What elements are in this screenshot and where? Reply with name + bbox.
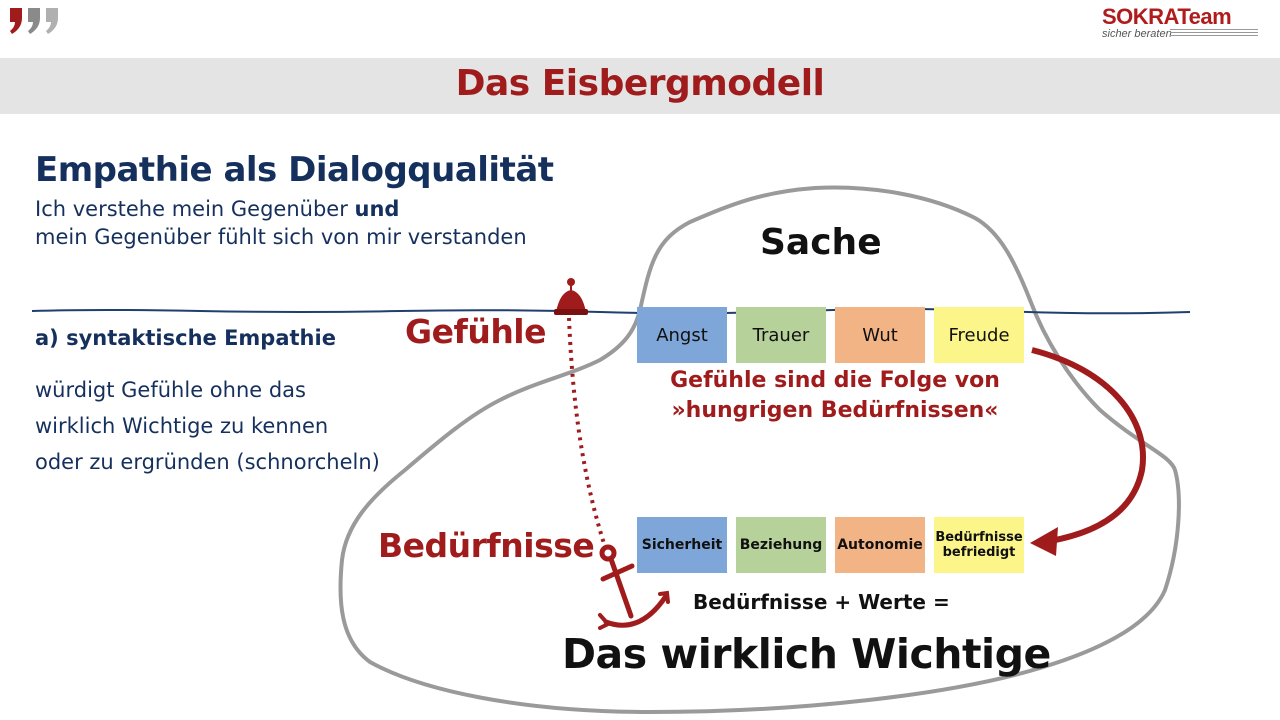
need-label: Autonomie [837, 536, 923, 553]
subtitle-line-1-text: Ich verstehe mein Gegenüber [35, 197, 355, 221]
feeling-label: Wut [862, 324, 898, 346]
feeling-box-wut: Wut [835, 307, 925, 363]
brand-tagline: sicher beraten [1102, 28, 1172, 40]
conclusion-text: Das wirklich Wichtige [562, 630, 1051, 678]
description: würdigt Gefühle ohne das wirklich Wichti… [35, 372, 380, 480]
page-title: Das Eisbergmodell [455, 63, 825, 104]
feeling-label: Angst [656, 324, 708, 346]
label-beduerfnisse: Bedürfnisse [378, 526, 595, 565]
need-box-befriedigt: Bedürfnisse befriedigt [934, 517, 1024, 573]
feeling-note: Gefühle sind die Folge von »hungrigen Be… [640, 366, 1030, 426]
feeling-note-line-1: Gefühle sind die Folge von [670, 368, 1000, 393]
description-line: oder zu ergründen (schnorcheln) [35, 450, 380, 474]
need-box-sicherheit: Sicherheit [637, 517, 727, 573]
title-bar: Das Eisbergmodell [0, 58, 1280, 114]
formula-text: Bedürfnisse + Werte = [693, 590, 950, 614]
feeling-box-freude: Freude [934, 307, 1024, 363]
description-line: würdigt Gefühle ohne das [35, 378, 306, 402]
brand-logo: SOKRATeam sicher beraten [1102, 4, 1262, 49]
feeling-note-line-2: »hungrigen Bedürfnissen« [671, 398, 999, 423]
feeling-box-angst: Angst [637, 307, 727, 363]
need-box-autonomie: Autonomie [835, 517, 925, 573]
feeling-label: Trauer [752, 324, 810, 346]
brand-lines-decoration [1170, 29, 1258, 37]
iceberg-outline [338, 185, 1181, 715]
brand-name: SOKRATeam [1102, 4, 1232, 29]
feeling-box-trauer: Trauer [736, 307, 826, 363]
section-label: a) syntaktische Empathie [35, 326, 336, 350]
curved-arrow-icon [1030, 347, 1146, 556]
need-box-beziehung: Beziehung [736, 517, 826, 573]
anchor-icon [598, 544, 670, 630]
quote-marks-icon [10, 8, 58, 34]
description-line: wirklich Wichtige zu kennen [35, 414, 329, 438]
buoy-icon [554, 278, 588, 315]
subtitle-line-2: mein Gegenüber fühlt sich von mir versta… [35, 225, 527, 249]
need-label: Bedürfnisse befriedigt [935, 530, 1023, 560]
need-label: Beziehung [739, 536, 823, 553]
label-gefuehle: Gefühle [405, 312, 547, 351]
feeling-label: Freude [948, 324, 1010, 346]
anchor-rope [567, 317, 608, 551]
label-sache: Sache [760, 222, 882, 263]
subtitle-line-1: Ich verstehe mein Gegenüber und [35, 197, 399, 221]
section-heading: Empathie als Dialogqualität [35, 150, 554, 190]
subtitle-line-1-bold: und [354, 197, 400, 221]
need-label: Sicherheit [641, 536, 723, 553]
